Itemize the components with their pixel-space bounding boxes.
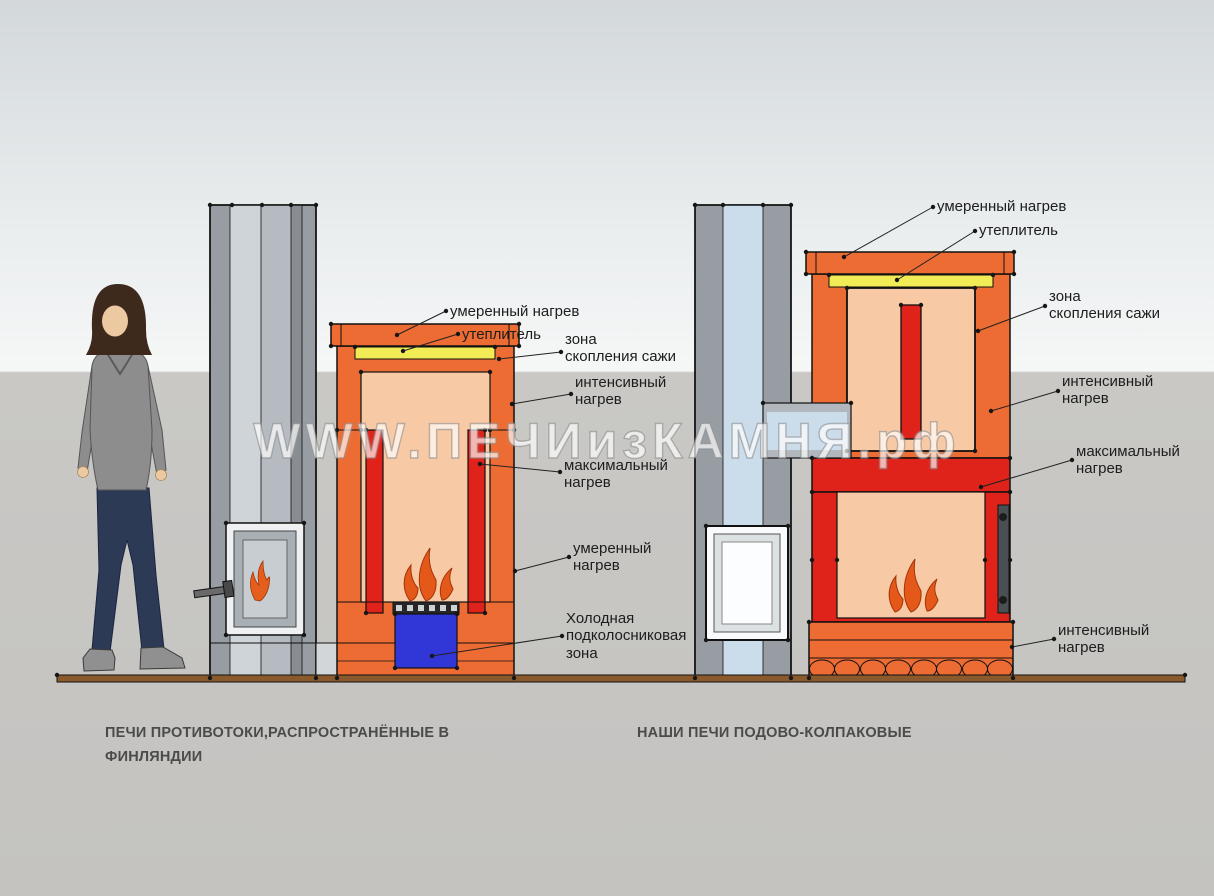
left-stove-connector: [315, 642, 339, 679]
joint-dots: [54, 202, 1188, 681]
right-center-channel: [900, 304, 922, 440]
door-handle-icon: [193, 579, 235, 599]
label-right-moderate-heat: умеренный нагрев: [937, 198, 1067, 215]
label-left-cold-undergrate-zone: Холодная подколосниковая зона: [566, 610, 687, 662]
left-hot-channel: [467, 429, 486, 614]
caption-finnish-counterflow-stoves: ПЕЧИ ПРОТИВОТОКИ,РАСПРОСТРАНЁННЫЕ В ФИНЛ…: [105, 725, 450, 765]
left-stove-cap: [330, 323, 520, 347]
cold-undergrate-zone: [394, 613, 458, 669]
sweater: [89, 348, 153, 491]
left-chimney-door: [225, 522, 305, 636]
label-right-intensive-heat-top: интенсивный нагрев: [1062, 373, 1154, 408]
flame-icon: [888, 558, 939, 613]
right-chimney: [694, 204, 792, 679]
right-hand: [155, 469, 167, 481]
right-stove-cap: [805, 251, 1015, 275]
right-stove: [805, 251, 1015, 679]
right-insulation-strip: [828, 274, 994, 288]
left-chimney: [193, 204, 317, 679]
base-scallops: [809, 659, 1013, 679]
floor-line: [56, 674, 1186, 683]
caption-our-bell-type-stoves: НАШИ ПЕЧИ ПОДОВО-КОЛПАКОВЫЕ: [637, 725, 912, 741]
label-left-maximum-heat: максимальный нагрев: [564, 457, 668, 492]
label-right-insulation: утеплитель: [979, 222, 1058, 239]
right-chimney-door: [705, 525, 789, 641]
jeans: [91, 487, 165, 653]
label-left-insulation: утеплитель: [462, 326, 541, 343]
label-left-moderate-heat-bottom: умеренный нагрев: [573, 540, 652, 575]
face: [102, 305, 128, 337]
flame-icon: [250, 559, 271, 602]
left-hand: [77, 466, 89, 478]
connection-duct: [762, 402, 852, 459]
label-right-maximum-heat: максимальный нагрев: [1076, 443, 1180, 478]
left-hot-channel: [365, 429, 384, 614]
grate: [392, 601, 460, 615]
right-shoe: [139, 646, 186, 670]
label-left-intensive-heat: интенсивный нагрев: [575, 374, 667, 409]
left-shoe: [82, 648, 116, 672]
watermark: WWW.ПЕЧИизКАМНЯ.рф: [253, 412, 961, 469]
label-right-soot-zone: зона скопления сажи: [1049, 288, 1160, 323]
flame-icon: [403, 547, 454, 602]
right-max-heat-band: [811, 457, 1011, 493]
left-stove: [330, 323, 520, 679]
label-right-intensive-heat-bottom: интенсивный нагрев: [1058, 622, 1150, 657]
person-figure: [77, 284, 186, 672]
label-left-moderate-heat-top: умеренный нагрев: [450, 303, 580, 320]
left-insulation-strip: [354, 346, 496, 360]
label-left-soot-zone: зона скопления сажи: [565, 331, 676, 366]
leader-lines: [394, 204, 1075, 659]
